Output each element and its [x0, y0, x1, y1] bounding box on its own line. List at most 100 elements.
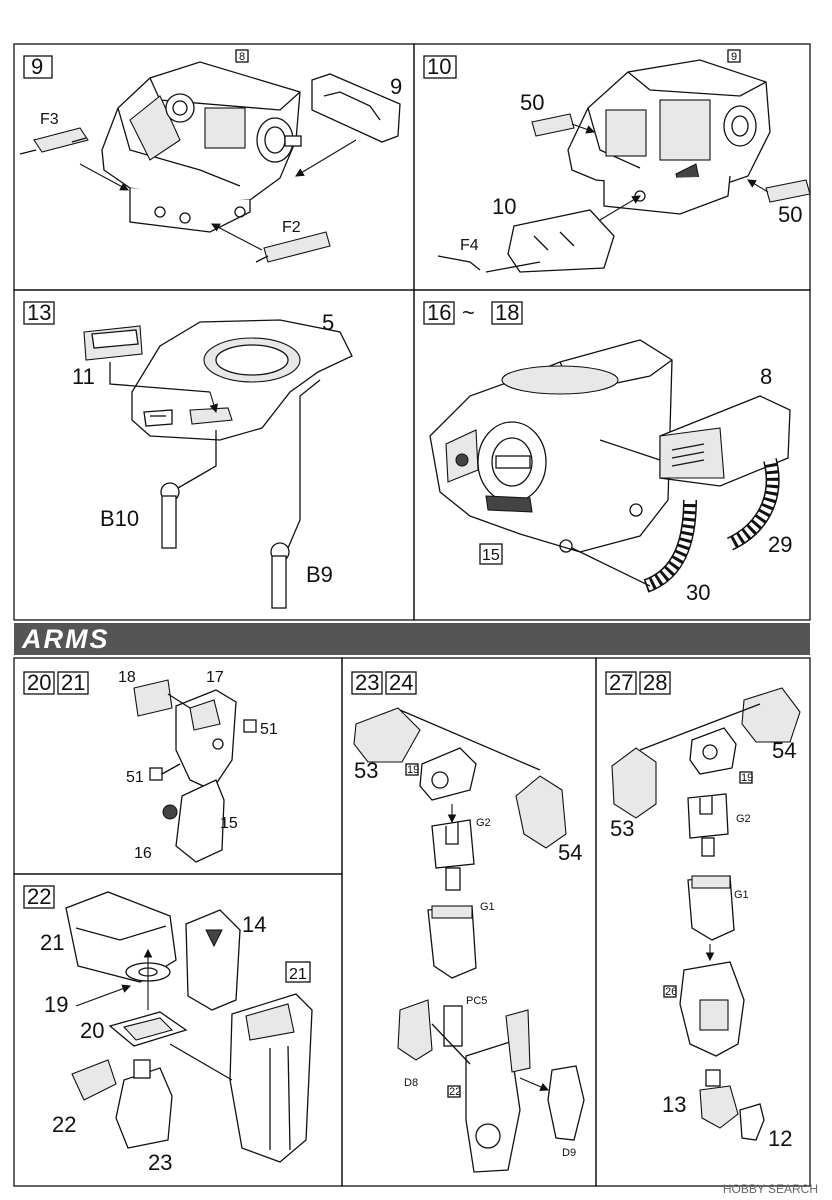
- step-number: 13: [27, 300, 51, 325]
- step-tilde: ~: [462, 300, 475, 325]
- label-14: 14: [242, 912, 266, 937]
- label-50-left: 50: [520, 90, 544, 115]
- ref-step-21: 21: [289, 966, 307, 983]
- step-number-b: 21: [61, 670, 85, 695]
- part-b10: [160, 482, 180, 549]
- part-d8: [397, 999, 433, 1061]
- ref-step: 8: [239, 51, 245, 63]
- label-b10: B10: [100, 506, 139, 531]
- step-number-from: 16: [427, 300, 451, 325]
- label-18: 18: [118, 669, 136, 686]
- label-51-right: 51: [260, 721, 278, 738]
- label-23: 23: [148, 1150, 172, 1175]
- part-18: [133, 679, 173, 717]
- label-29: 29: [768, 532, 792, 557]
- panel-step-13: 13 5 11 B10 B9: [23, 300, 353, 609]
- part-13: [699, 1085, 739, 1129]
- panel-step-23-24: 23 24 53 19 54 G2 G1 D8 PC5 22 D9: [351, 670, 585, 1173]
- part-f3: [33, 127, 89, 153]
- label-53: 53: [610, 816, 634, 841]
- label-g2: G2: [476, 817, 491, 829]
- watermark: HOBBY SEARCH: [722, 1182, 818, 1196]
- step-number: 22: [27, 884, 51, 909]
- label-54: 54: [558, 840, 582, 865]
- part-53: [611, 747, 657, 819]
- label-15: 15: [220, 815, 238, 832]
- label-12: 12: [768, 1126, 792, 1151]
- label-g1: G1: [480, 901, 495, 913]
- panel-step-10: 10 9 50 50 10 F4: [423, 49, 811, 273]
- label-f2: F2: [282, 219, 301, 236]
- part-12: [739, 1103, 765, 1141]
- step-number-a: 20: [27, 670, 51, 695]
- part-22: [71, 1059, 117, 1101]
- label-d8: D8: [404, 1077, 418, 1089]
- label-f4: F4: [460, 237, 479, 254]
- part-50-right: [765, 179, 811, 203]
- step-number-b: 28: [643, 670, 667, 695]
- label-8: 8: [760, 364, 772, 389]
- ref-step: 15: [482, 547, 500, 564]
- ref-19: 19: [741, 772, 753, 784]
- step-number-to: 18: [495, 300, 519, 325]
- panel-step-27-28-frame: [595, 657, 811, 1187]
- part-10-panel: [507, 209, 615, 273]
- part-15: [175, 779, 225, 863]
- ref-22: 22: [449, 1086, 461, 1098]
- label-g1: G1: [734, 889, 749, 901]
- part-8: [659, 395, 791, 487]
- label-10: 10: [492, 194, 516, 219]
- part-joint-19: [419, 747, 477, 801]
- label-22: 22: [52, 1112, 76, 1137]
- part-53: [353, 707, 421, 763]
- label-16: 16: [134, 845, 152, 862]
- panel-step-9: 9 8 F3 9 F2: [19, 49, 402, 263]
- part-14: [185, 909, 241, 1011]
- part-d9: [547, 1065, 585, 1141]
- label-pc5: PC5: [466, 995, 487, 1007]
- step-number-b: 24: [389, 670, 413, 695]
- part-b9: [270, 542, 290, 609]
- part-50-left: [531, 113, 575, 137]
- part-joint-19: [689, 727, 737, 775]
- part-54: [515, 775, 567, 849]
- part-9-cover: [311, 73, 401, 143]
- label-b9: B9: [306, 562, 333, 587]
- label-g2: G2: [736, 813, 751, 825]
- part-54: [741, 687, 801, 743]
- label-54: 54: [772, 738, 796, 763]
- step-number-a: 27: [609, 670, 633, 695]
- ref-19: 19: [407, 764, 419, 776]
- label-53: 53: [354, 758, 378, 783]
- step-number: 9: [31, 54, 43, 79]
- label-11: 11: [72, 364, 95, 389]
- label-13: 13: [662, 1092, 686, 1117]
- panel-step-20-21: 20 21 18 17 51 51 15 16: [23, 669, 278, 863]
- step-number-a: 23: [355, 670, 379, 695]
- label-17: 17: [206, 669, 224, 686]
- label-f3: F3: [40, 111, 59, 128]
- step-number: 10: [427, 54, 451, 79]
- label-19: 19: [44, 992, 68, 1017]
- part-f2: [263, 231, 331, 263]
- part-23: [115, 1067, 173, 1149]
- ref-26: 26: [665, 986, 677, 998]
- label-20: 20: [80, 1018, 104, 1043]
- label-9: 9: [390, 74, 402, 99]
- ref-step: 9: [731, 51, 737, 63]
- panel-step-22: 22 21 14 19 20 22 23 21: [23, 884, 313, 1175]
- label-5: 5: [322, 310, 334, 335]
- label-50-right: 50: [778, 202, 802, 227]
- panel-step-16-18-frame: [413, 289, 811, 621]
- panel-step-27-28: 27 28 54 19 53 G2 G1 26 13 12: [605, 670, 801, 1151]
- panel-step-16-18: 16 ~ 18 8 29 30 15: [423, 300, 792, 605]
- label-d9: D9: [562, 1147, 576, 1159]
- part-f4: [437, 255, 481, 271]
- arms-banner: [14, 623, 810, 655]
- part-16: [162, 804, 178, 820]
- label-51-left: 51: [126, 769, 144, 786]
- section-title: ARMS: [21, 624, 110, 654]
- part-g2: [687, 793, 729, 839]
- label-30: 30: [686, 580, 710, 605]
